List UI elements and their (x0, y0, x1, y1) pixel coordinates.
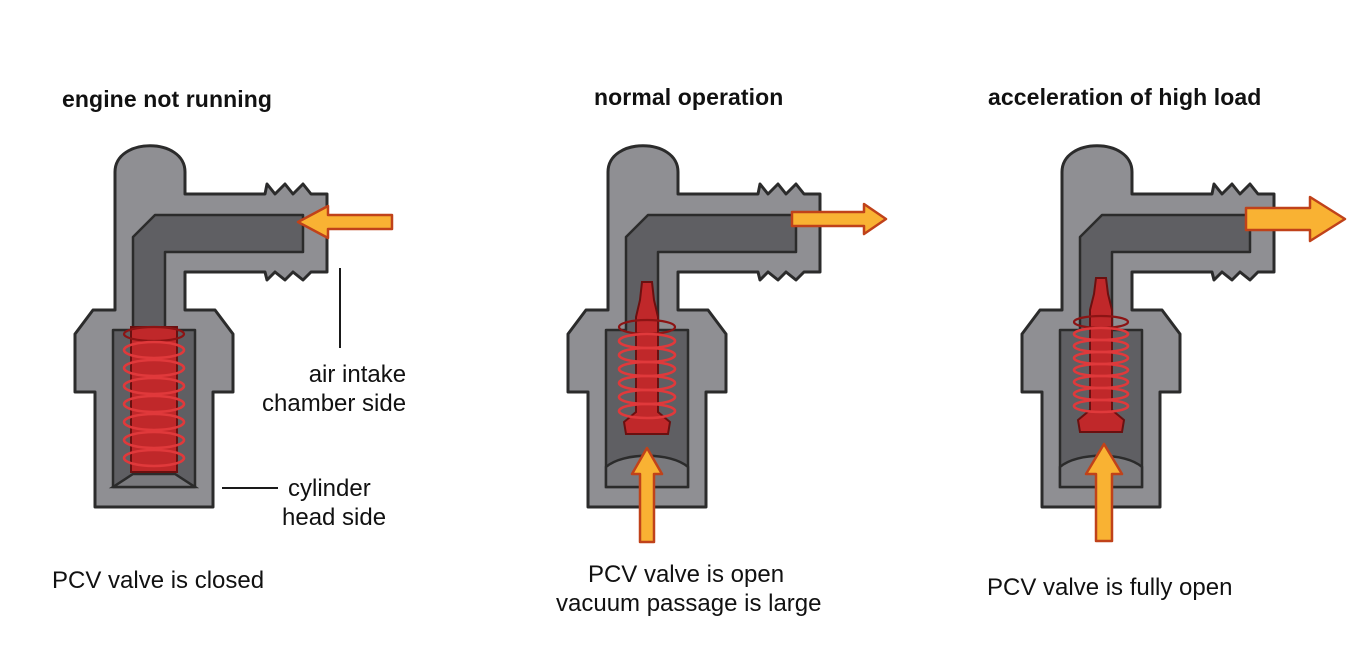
caption-open-line2: vacuum passage is large (556, 590, 822, 617)
flow-arrow-inward (296, 204, 394, 240)
valve-fully-open (1020, 144, 1276, 509)
label-air-intake-line1: air intake (308, 361, 407, 388)
spring-icon (1072, 314, 1130, 414)
valve-open (566, 144, 822, 509)
panel-title-normal-operation: normal operation (594, 84, 784, 110)
spring-icon (617, 318, 677, 420)
label-cylinder-line2: head side (282, 504, 387, 531)
flow-arrow-outward (790, 202, 888, 236)
panel-title-engine-not-running: engine not running (62, 86, 273, 112)
spring-icon (122, 325, 186, 468)
valve-closed (73, 144, 329, 509)
label-air-intake-line2: chamber side (262, 390, 407, 417)
caption-open-line1: PCV valve is open (587, 561, 785, 588)
plunger (1076, 277, 1126, 433)
flow-arrow-upward-large (1084, 442, 1124, 543)
panel-title-acceleration: acceleration of high load (988, 84, 1262, 110)
label-air-intake-chamber-side: air intake chamber side (262, 360, 406, 418)
flow-arrow-upward (630, 446, 664, 544)
plunger (622, 281, 672, 435)
caption-fully-open: PCV valve is fully open (987, 574, 1233, 601)
caption-closed: PCV valve is closed (52, 567, 265, 594)
label-cylinder-head-side: cylinder head side (282, 474, 386, 532)
label-cylinder-line1: cylinder (288, 475, 371, 502)
caption-open: PCV valve is open vacuum passage is larg… (556, 560, 822, 618)
flow-arrow-outward-large (1244, 195, 1347, 243)
